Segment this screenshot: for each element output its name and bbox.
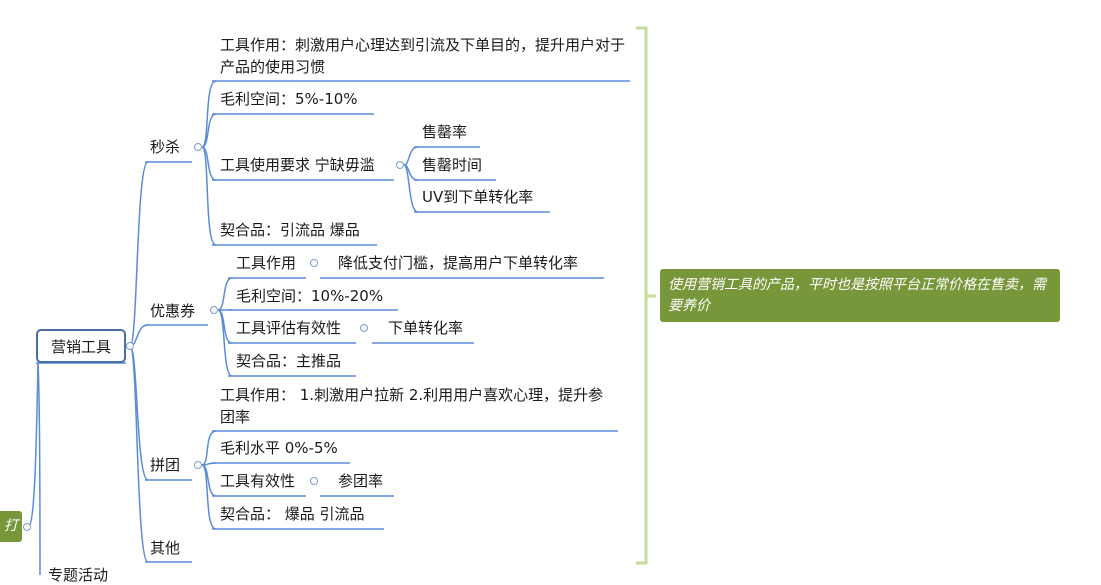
collapse-toggle-requirement: [396, 161, 404, 169]
branch-youhuiquan[interactable]: 优惠券: [150, 302, 196, 320]
central-topic-node[interactable]: 营销工具: [36, 329, 126, 363]
collapse-toggle-miaosha: [194, 143, 202, 151]
pintuan-match[interactable]: 契合品： 爆品 引流品: [220, 505, 365, 523]
yhq-match[interactable]: 契合品：主推品: [236, 352, 342, 370]
pintuan-effect[interactable]: 工具作用： 1.刺激用户拉新 2.利用用户喜欢心理，提升参团率: [220, 386, 604, 426]
left-topic-label: 打: [4, 518, 18, 534]
miaosha-effect[interactable]: 工具作用：刺激用户心理达到引流及下单目的，提升用户对于产品的使用习惯: [220, 36, 626, 76]
yhq-eval-detail[interactable]: 下单转化率: [388, 319, 464, 337]
collapse-toggle-pt-eval: [310, 477, 318, 485]
collapse-toggle-yhq-eval: [360, 324, 368, 332]
collapse-toggle-pintuan: [194, 461, 202, 469]
yhq-margin[interactable]: 毛利空间：10%-20%: [236, 287, 384, 305]
yhq-effect[interactable]: 工具作用: [236, 254, 297, 272]
miaosha-requirement[interactable]: 工具使用要求 宁缺毋滥: [220, 156, 375, 174]
miaosha-match[interactable]: 契合品：引流品 爆品: [220, 221, 360, 239]
miaosha-margin[interactable]: 毛利空间：5%-10%: [220, 90, 358, 108]
pintuan-eval-detail[interactable]: 参团率: [338, 472, 384, 490]
collapse-toggle-youhuiquan: [210, 306, 218, 314]
requirement-item-sellout-time[interactable]: 售罄时间: [422, 156, 483, 174]
left-topic-node[interactable]: 打: [0, 511, 22, 542]
requirement-item-uv-conversion[interactable]: UV到下单转化率: [422, 188, 534, 206]
pintuan-margin[interactable]: 毛利水平 0%-5%: [220, 439, 338, 457]
collapse-toggle-yhq-effect: [310, 259, 318, 267]
branch-other[interactable]: 其他: [150, 539, 181, 557]
collapse-toggle-left: [23, 523, 31, 531]
branch-pintuan[interactable]: 拼团: [150, 456, 181, 474]
branch-miaosha[interactable]: 秒杀: [150, 138, 181, 156]
summary-bracket: [636, 26, 656, 565]
central-topic-label: 营销工具: [50, 337, 111, 356]
requirement-item-sellout-rate[interactable]: 售罄率: [422, 123, 468, 141]
collapse-toggle-root: [126, 342, 134, 350]
summary-note[interactable]: 使用营销工具的产品，平时也是按照平台正常价格在售卖，需要养价: [660, 269, 1060, 322]
pintuan-eval[interactable]: 工具有效性: [220, 472, 296, 490]
yhq-eval[interactable]: 工具评估有效性: [236, 319, 342, 337]
summary-note-text: 使用营销工具的产品，平时也是按照平台正常价格在售卖，需要养价: [668, 277, 1046, 314]
bottom-topic-label[interactable]: 专题活动: [48, 566, 109, 584]
yhq-effect-detail[interactable]: 降低支付门槛，提高用户下单转化率: [338, 254, 579, 272]
